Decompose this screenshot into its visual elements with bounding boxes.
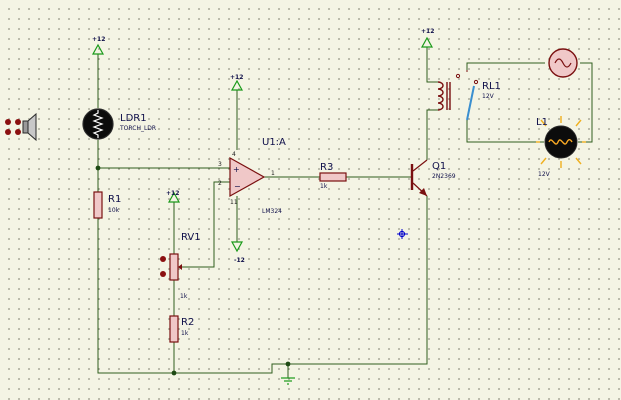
pin-number: 2	[218, 180, 222, 187]
crosshair-icon[interactable]	[397, 229, 408, 239]
relay-switch-arm	[466, 85, 475, 121]
minus-sign: −	[234, 182, 241, 191]
junctions	[95, 165, 291, 376]
power-arrow-icon	[420, 36, 434, 48]
pin-number: 11	[230, 199, 238, 206]
plus-sign: +	[233, 165, 240, 174]
lamp-glow-icon	[536, 116, 586, 168]
power-arrow-icon	[91, 43, 105, 55]
junction-dot	[285, 361, 291, 367]
junction-dot	[171, 370, 177, 376]
u1-ref: U1:A	[262, 137, 286, 148]
transistor-collector	[412, 159, 428, 172]
pin-dot	[5, 129, 11, 135]
wiper-arrow-icon	[178, 264, 182, 270]
speaker-icon	[22, 112, 37, 142]
q1-component[interactable]: Q1 2N2369	[410, 159, 456, 197]
power-terminal-rv1[interactable]: +12	[166, 190, 181, 203]
power-arrow-icon	[230, 79, 244, 91]
power-arrow-icon	[230, 241, 244, 253]
relay-contact	[473, 79, 479, 85]
power-terminal-opamp-neg[interactable]: -12	[230, 241, 245, 264]
r2-value: 1k	[181, 330, 189, 337]
wire-relay-top[interactable]	[466, 62, 545, 70]
wire-opamp-rv1[interactable]	[178, 181, 230, 268]
opamp-body	[229, 156, 266, 198]
rv1-ref: RV1	[181, 232, 201, 243]
r3-ref: R3	[320, 162, 333, 173]
power-label: +12	[230, 74, 243, 81]
q1-value: 2N2369	[432, 173, 456, 180]
power-label: +12	[92, 36, 105, 43]
q1-ref: Q1	[432, 161, 446, 172]
pin-number: 1	[271, 170, 275, 177]
ldr1-value: TORCH_LDR	[119, 125, 156, 132]
power-label: -12	[234, 257, 245, 264]
pin-number: 4	[232, 151, 236, 158]
wire-relay-lamp[interactable]	[466, 120, 544, 143]
relay-coil-icon	[437, 81, 444, 111]
rl1-value: 12V	[482, 93, 495, 100]
wire-coil-q1[interactable]	[426, 109, 438, 160]
pin-number: 3	[218, 161, 222, 168]
sine-wave-icon	[554, 58, 572, 68]
r1-ref: R1	[108, 194, 121, 205]
ldr1-component[interactable]: LDR1 TORCH_LDR	[82, 108, 156, 140]
adjust-dot[interactable]	[160, 256, 166, 262]
resistor-body	[169, 315, 179, 343]
resistor-body	[93, 191, 103, 219]
wire-r1-ground[interactable]	[97, 196, 428, 374]
wire-coil-supply[interactable]	[426, 47, 438, 83]
adjust-dot[interactable]	[160, 271, 166, 277]
speaker-component[interactable]	[5, 112, 37, 142]
power-terminal-opamp-pos[interactable]: +12	[230, 74, 244, 91]
resistor-body	[319, 172, 347, 182]
rv1-value: 1k	[180, 293, 188, 300]
pin-dot	[15, 129, 21, 135]
wires	[97, 47, 593, 378]
rl1-relay-component[interactable]: RL1 12V	[437, 70, 501, 121]
relay-contact	[455, 73, 461, 79]
pin-dot	[15, 119, 21, 125]
wire-lamp-top[interactable]	[578, 62, 593, 143]
emitter-arrow-icon	[419, 188, 427, 196]
l1-lamp-component[interactable]: L1 12V	[536, 116, 586, 178]
ldr-icon	[92, 110, 104, 138]
l1-ref: L1	[536, 117, 548, 128]
ldr1-ref: LDR1	[120, 113, 147, 124]
lamp-body	[544, 125, 578, 159]
potentiometer-body	[169, 253, 179, 281]
pin-dot	[5, 119, 11, 125]
power-terminal-ldr[interactable]: +12	[91, 36, 105, 55]
ldr-body	[82, 108, 114, 140]
r2-component[interactable]: R2 1k	[169, 315, 194, 343]
l1-value: 12V	[538, 171, 551, 178]
r1-component[interactable]: R1 10k	[93, 191, 121, 219]
power-terminal-relay[interactable]: +12	[420, 28, 434, 48]
r1-value: 10k	[108, 207, 120, 214]
lamp-filament-icon	[548, 139, 573, 145]
power-label: +12	[421, 28, 434, 35]
junction-dot	[95, 165, 101, 171]
r3-component[interactable]: R3 1k	[319, 162, 347, 190]
u1-opamp-component[interactable]: + − 3 2 1 4 11 U1:A LM324	[218, 137, 286, 215]
rv1-component[interactable]: RV1 1k	[160, 232, 201, 300]
ground-terminal[interactable]	[281, 377, 295, 385]
r3-value: 1k	[320, 183, 328, 190]
rl1-ref: RL1	[482, 81, 501, 92]
r2-ref: R2	[181, 317, 194, 328]
power-arrow-icon	[167, 191, 181, 203]
u1-value: LM324	[262, 208, 282, 215]
power-label: +12	[166, 190, 179, 197]
ac-source-component[interactable]	[548, 48, 578, 78]
